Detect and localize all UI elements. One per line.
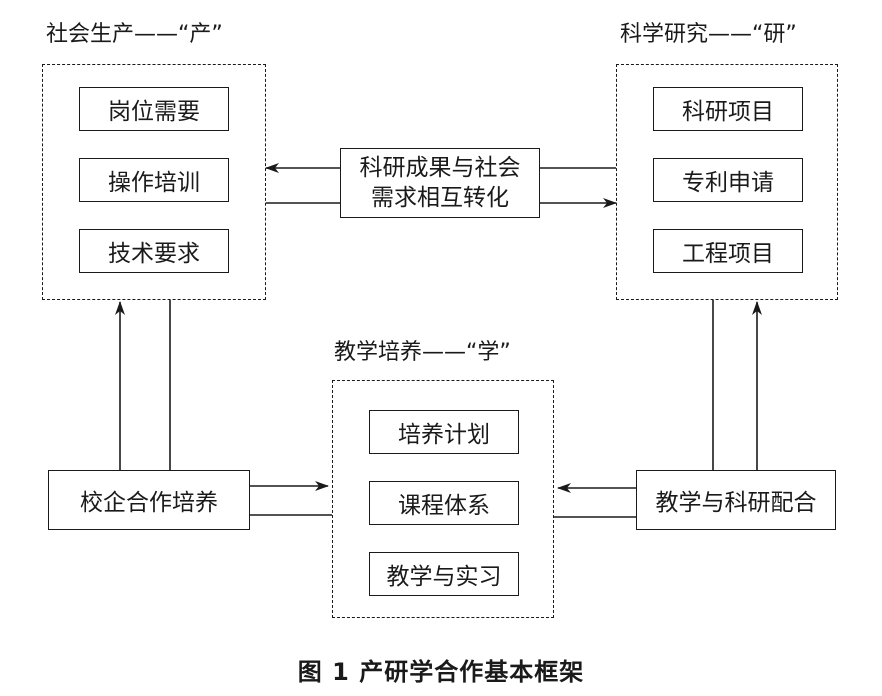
- teaching-item-practice: 教学与实习: [369, 552, 519, 596]
- research-item-patents: 专利申请: [653, 158, 803, 202]
- conversion-box: 科研成果与社会 需求相互转化: [340, 148, 540, 218]
- research-group: [616, 64, 838, 300]
- teaching-item-plan: 培养计划: [369, 410, 519, 454]
- conversion-line-2: 需求相互转化: [371, 185, 509, 211]
- research-item-projects: 科研项目: [653, 87, 803, 131]
- production-item-job-needs: 岗位需要: [79, 87, 229, 131]
- production-group-label: 社会生产——“产”: [46, 22, 223, 47]
- conversion-line-1: 科研成果与社会: [359, 155, 521, 181]
- research-item-engineering: 工程项目: [653, 229, 803, 273]
- production-item-tech-requirements: 技术要求: [79, 229, 229, 273]
- production-group: [42, 64, 266, 300]
- teaching-group-label: 教学培养——“学”: [334, 340, 511, 365]
- production-item-operation-training: 操作培训: [79, 158, 229, 202]
- figure-caption: 图 1 产研学合作基本框架: [297, 658, 585, 686]
- teaching-item-curriculum: 课程体系: [369, 481, 519, 525]
- teaching-group: [332, 380, 554, 618]
- research-group-label: 科学研究——“研”: [620, 22, 797, 47]
- school-enterprise-box: 校企合作培养: [48, 470, 250, 530]
- teaching-research-box: 教学与科研配合: [636, 470, 836, 530]
